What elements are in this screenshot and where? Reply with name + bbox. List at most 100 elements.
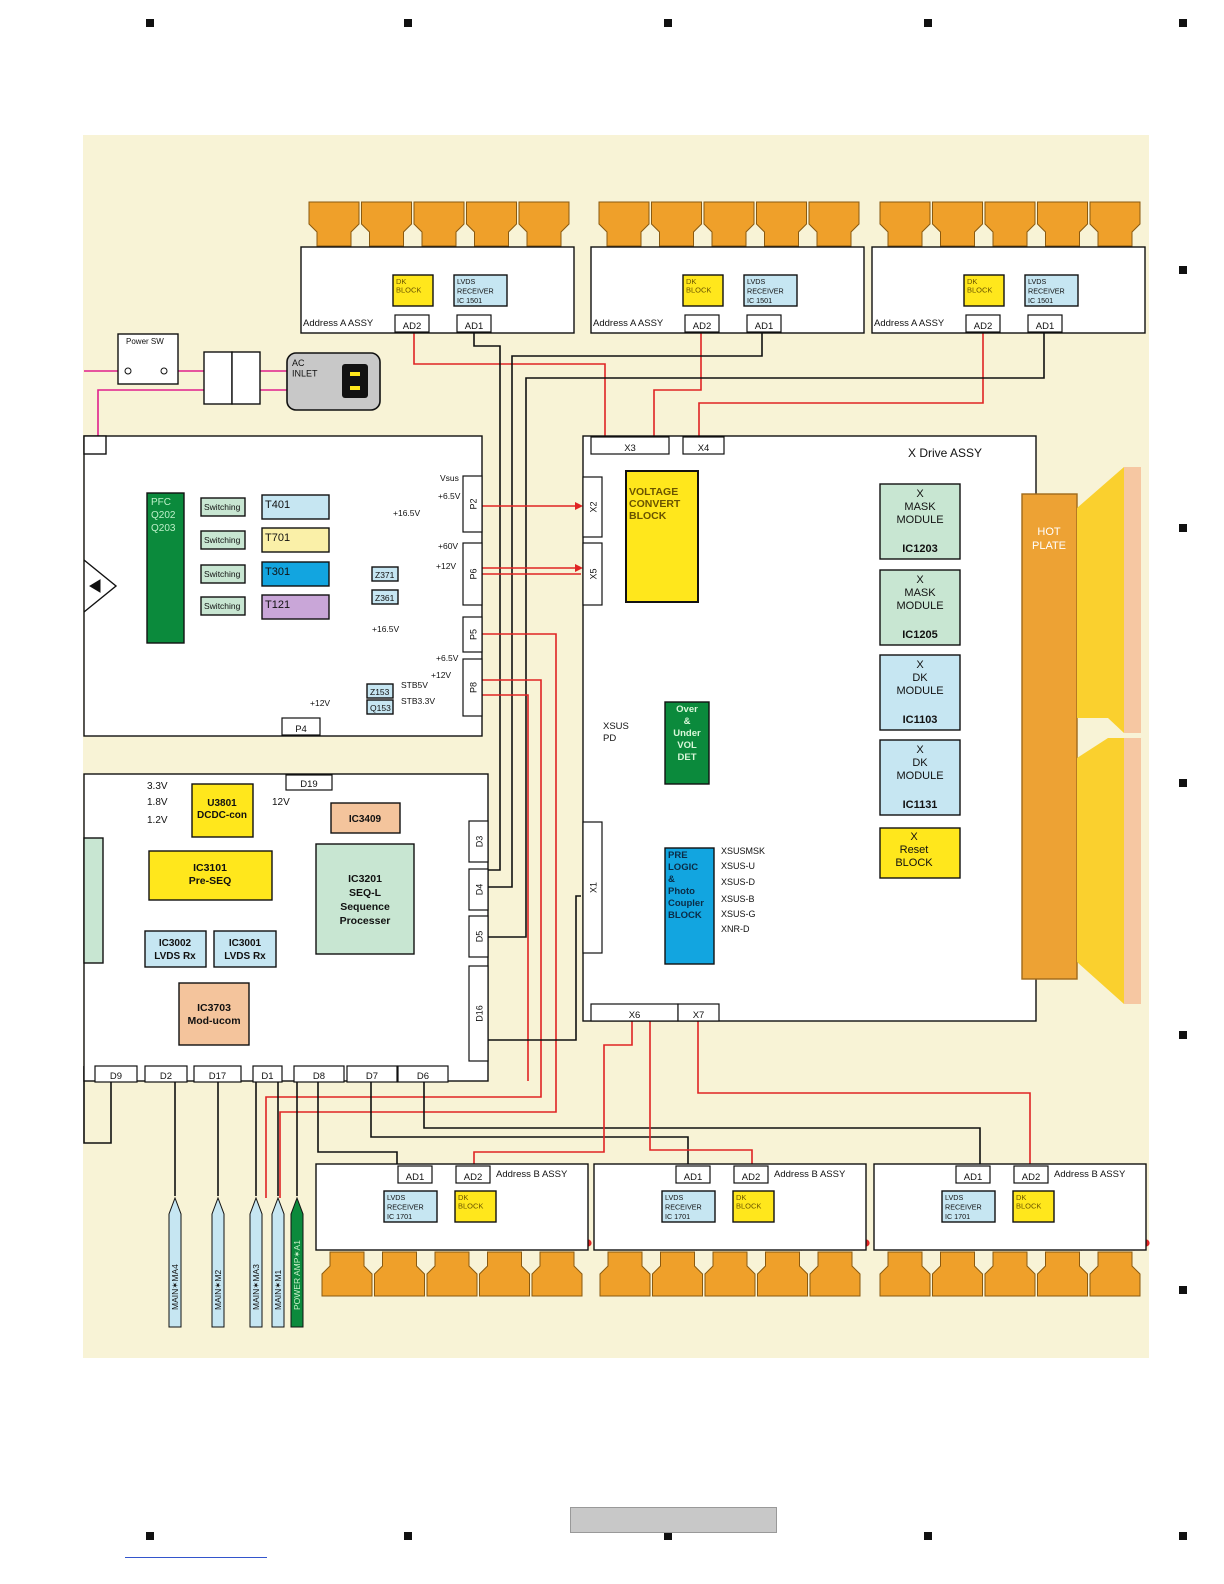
panel-connector-tab xyxy=(932,1251,983,1297)
module-ic-label: IC1203 xyxy=(902,543,937,555)
ic3002-lvds-rx xyxy=(144,930,207,968)
panel-connector-tab xyxy=(756,201,807,247)
over-under-vol-det xyxy=(664,701,710,785)
p8-b xyxy=(482,694,529,1081)
cable-connector xyxy=(211,1196,225,1328)
registration-mark xyxy=(146,1532,154,1540)
xsus-signal-label: XSUS-B xyxy=(721,894,755,904)
connector-d1-label: D1 xyxy=(261,1071,273,1082)
connector-x4-label: X4 xyxy=(698,443,710,454)
connector-ad2 xyxy=(1013,1165,1049,1184)
ic3703-mod-ucom xyxy=(178,982,250,1046)
connector-d9-label: D9 xyxy=(110,1071,122,1082)
lvds-receiver xyxy=(743,274,798,307)
transformer-label: T301 xyxy=(265,566,290,578)
rail-label: +12V xyxy=(310,698,330,708)
rail-label: +6.5V xyxy=(436,653,459,663)
address-a-assy-label: Address A ASSY xyxy=(593,318,664,329)
panel-connector-tab xyxy=(479,1251,530,1297)
ac-inlet-pin xyxy=(350,372,360,376)
connector-ad2 xyxy=(684,314,720,333)
address-b-assy-1 xyxy=(315,1163,589,1251)
connector-ad1 xyxy=(675,1165,711,1184)
rail-vsus: Vsus xyxy=(440,473,459,483)
panel-connector-tab xyxy=(757,1251,808,1297)
connector-ad1-label: AD1 xyxy=(406,1172,424,1183)
connector-d5 xyxy=(468,915,489,958)
connector-ad1 xyxy=(1027,314,1063,333)
ad2-x3 xyxy=(653,333,702,436)
registration-mark xyxy=(1179,1286,1187,1294)
registration-mark xyxy=(1179,524,1187,532)
dk-block xyxy=(454,1190,497,1223)
connector-p6 xyxy=(462,542,483,606)
line-filter-a xyxy=(203,351,233,405)
connector-d6 xyxy=(397,1065,449,1083)
connector-d2-label: D2 xyxy=(160,1071,172,1082)
voltage-label: 1.2V xyxy=(147,815,168,826)
transformer-t121 xyxy=(261,594,330,620)
panel-connector-tab xyxy=(984,1251,1036,1297)
switching-label: Switching xyxy=(204,502,241,512)
transformer-t401 xyxy=(261,494,330,520)
lvds-receiver xyxy=(941,1190,996,1223)
voltage-label: 1.8V xyxy=(147,797,168,808)
ac-inlet-socket xyxy=(342,364,368,398)
transformer-label: T701 xyxy=(265,532,290,544)
connector-p2 xyxy=(462,475,483,533)
connector-x7-label: X7 xyxy=(693,1010,705,1021)
cable-label: MAIN✶MA3 xyxy=(251,1264,261,1310)
footer-link-underline[interactable] xyxy=(125,1557,267,1558)
panel-connector-tab xyxy=(1089,1251,1141,1297)
switching-label: Switching xyxy=(204,535,241,545)
connector-p8-label: P8 xyxy=(469,682,479,693)
registration-mark xyxy=(146,19,154,27)
xsus-signal-label: XSUS-G xyxy=(721,909,756,919)
connector-d7 xyxy=(346,1065,398,1083)
connector-ad1 xyxy=(397,1165,433,1184)
panel-connector-tab xyxy=(1089,201,1141,247)
registration-mark xyxy=(664,1532,672,1540)
connector-d8 xyxy=(293,1065,345,1083)
rectifier-bridge xyxy=(83,559,118,613)
ic3101-pre-seq xyxy=(148,850,273,901)
ic3001-lvds-rx xyxy=(213,930,277,968)
panel-connector-tab xyxy=(932,201,983,247)
panel-connector-tab xyxy=(466,201,517,247)
x6-b xyxy=(473,1021,633,1164)
ac-inlet-pin xyxy=(350,386,360,390)
ad1-d4 xyxy=(488,333,763,888)
connector-x7 xyxy=(677,1003,720,1022)
connector-d19 xyxy=(285,774,333,791)
connector-p2-label: P2 xyxy=(469,498,479,509)
connector-p4 xyxy=(281,717,321,736)
rail-label: STB5V xyxy=(401,680,428,690)
connector-x5-label: X5 xyxy=(589,568,599,579)
lvds-receiver xyxy=(661,1190,716,1223)
registration-mark xyxy=(1179,266,1187,274)
cable-label: MAIN✶M1 xyxy=(273,1270,283,1310)
registration-mark xyxy=(1179,1532,1187,1540)
digital-board xyxy=(83,773,489,1082)
regulator-label: Q153 xyxy=(370,703,391,713)
address-a-assy-label: Address A ASSY xyxy=(874,318,945,329)
x-module-ic1205 xyxy=(879,569,961,646)
connector-x5 xyxy=(582,542,603,606)
connector-ad1 xyxy=(746,314,782,333)
d16-x1 xyxy=(488,895,581,1041)
panel-edge xyxy=(1124,467,1141,733)
connector-d9 xyxy=(94,1065,138,1083)
xsus-signal-label: XSUS-U xyxy=(721,861,755,871)
connector-ad2-label: AD2 xyxy=(742,1172,760,1183)
